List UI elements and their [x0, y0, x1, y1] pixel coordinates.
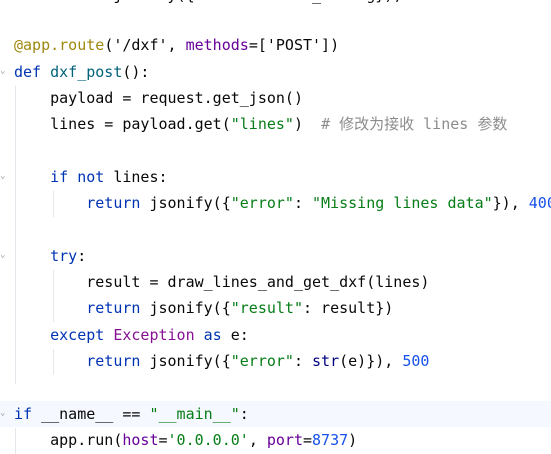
code-line-text: def dxf_post(): [14, 59, 149, 85]
code-line[interactable]: result = draw_lines_and_get_dxf(lines) [0, 269, 551, 295]
code-token: lines = payload.get( [14, 115, 231, 133]
code-line[interactable]: if not lines: ⌄ [0, 164, 551, 190]
code-token: return [86, 299, 150, 317]
code-token: "error" [230, 352, 294, 370]
code-line[interactable]: def dxf_post(): ⌄ [0, 59, 551, 85]
code-token [14, 326, 50, 344]
code-line-text: result = draw_lines_and_get_dxf(lines) [14, 269, 429, 295]
code-token: except [50, 326, 114, 344]
code-token: lines: [113, 168, 168, 186]
code-line-text: lines = payload.get("lines") # 修改为接收 lin… [14, 111, 507, 137]
code-line[interactable]: lines = payload.get("lines") # 修改为接收 lin… [0, 111, 551, 137]
partial-code-line: return jsonify({"result": dxf_string}), … [0, 0, 551, 8]
code-token: def [14, 63, 51, 81]
code-token: = [158, 431, 168, 449]
code-line[interactable]: return jsonify({"error": "Missing lines … [0, 190, 551, 216]
indent-guide [53, 349, 54, 375]
code-token: ) [293, 115, 322, 133]
code-line-text: if not lines: [14, 164, 168, 190]
code-line[interactable] [0, 216, 551, 242]
code-token: payload = request.get_json() [14, 89, 303, 107]
code-line-text: app.run(host='0.0.0.0', port=8737) [14, 427, 357, 453]
code-token: return [86, 352, 150, 370]
code-line-text: return jsonify({"error": str(e)}), 500 [14, 348, 429, 374]
indent-guide [15, 86, 16, 384]
code-token: 400 [528, 194, 551, 212]
code-line-text: @app.route('/dxf', methods=['POST']) [14, 32, 339, 58]
code-token: (): [122, 63, 150, 81]
code-token: try [50, 247, 78, 265]
code-token: jsonify({ [149, 352, 231, 370]
code-token: '0.0.0.0' [167, 431, 249, 449]
code-token: =['POST']) [248, 36, 340, 54]
code-token [14, 194, 86, 212]
code-token: ) [348, 431, 358, 449]
code-token: return [86, 194, 150, 212]
code-line-text: payload = request.get_json() [14, 85, 303, 111]
code-line[interactable]: if __name__ == "__main__": ⌄ [0, 401, 551, 427]
code-token [14, 247, 50, 265]
code-line-text: except Exception as e: [14, 322, 249, 348]
code-token [14, 299, 86, 317]
code-line[interactable] [0, 374, 551, 400]
code-line[interactable]: @app.route('/dxf', methods=['POST']) [0, 32, 551, 58]
code-token: 500 [402, 352, 430, 370]
code-token: port [266, 431, 303, 449]
code-token: Exception [113, 326, 204, 344]
code-line-text: return jsonify({"error": "Missing lines … [14, 190, 551, 216]
code-token: as [203, 326, 231, 344]
code-token: @app.route [14, 36, 105, 54]
code-line[interactable] [0, 138, 551, 164]
code-token: "result" [230, 299, 303, 317]
code-line-text: try: [14, 243, 86, 269]
code-token: if not [50, 168, 114, 186]
code-token: (e)}), [339, 352, 403, 370]
code-token: if [14, 405, 42, 423]
indent-guide [15, 428, 16, 454]
code-token: "error" [230, 194, 294, 212]
code-line[interactable]: except Exception as e: [0, 322, 551, 348]
code-token: : result}) [303, 299, 394, 317]
code-line[interactable]: return jsonify({"error": str(e)}), 500 [0, 348, 551, 374]
code-token: "lines" [230, 115, 294, 133]
code-token: 8737 [312, 431, 349, 449]
code-token: jsonify({ [149, 299, 231, 317]
code-token [14, 352, 86, 370]
code-token: str [312, 352, 340, 370]
code-token: , [248, 431, 267, 449]
code-token: host [122, 431, 159, 449]
indent-guide [53, 191, 54, 217]
code-token: __name__ == [41, 405, 150, 423]
code-line[interactable]: app.run(host='0.0.0.0', port=8737) [0, 427, 551, 453]
code-token: "Missing lines data" [312, 194, 493, 212]
fold-down-icon[interactable]: ⌄ [0, 250, 6, 260]
fold-down-icon[interactable]: ⌄ [0, 171, 6, 181]
code-token: = [303, 431, 313, 449]
code-token: app.run( [14, 431, 123, 449]
fold-down-icon[interactable]: ⌄ [0, 66, 6, 76]
indent-guide [53, 270, 54, 322]
fold-down-icon[interactable]: ⌄ [0, 408, 6, 418]
code-token: : [77, 247, 87, 265]
code-token: }), [492, 194, 529, 212]
code-token: dxf_post [50, 63, 123, 81]
code-token: : [293, 352, 313, 370]
code-line[interactable]: try: ⌄ [0, 243, 551, 269]
code-token: result = draw_lines_and_get_dxf(lines) [14, 273, 430, 291]
code-token: e: [230, 326, 249, 344]
code-token [14, 168, 50, 186]
code-token: : [239, 405, 249, 423]
partial-code-text: return jsonify({"result": dxf_string}), … [14, 0, 438, 8]
code-token: "__main__" [149, 405, 240, 423]
code-token: methods [185, 36, 249, 54]
code-token: # 修改为接收 lines 参数 [321, 115, 508, 133]
code-line[interactable]: return jsonify({"result": result}) [0, 295, 551, 321]
code-token: : [293, 194, 313, 212]
code-token: jsonify({ [149, 194, 231, 212]
code-line[interactable]: payload = request.get_json() [0, 85, 551, 111]
code-token: ('/dxf', [104, 36, 186, 54]
code-line-text: if __name__ == "__main__": [14, 401, 249, 427]
code-line-text: return jsonify({"result": result}) [14, 295, 393, 321]
